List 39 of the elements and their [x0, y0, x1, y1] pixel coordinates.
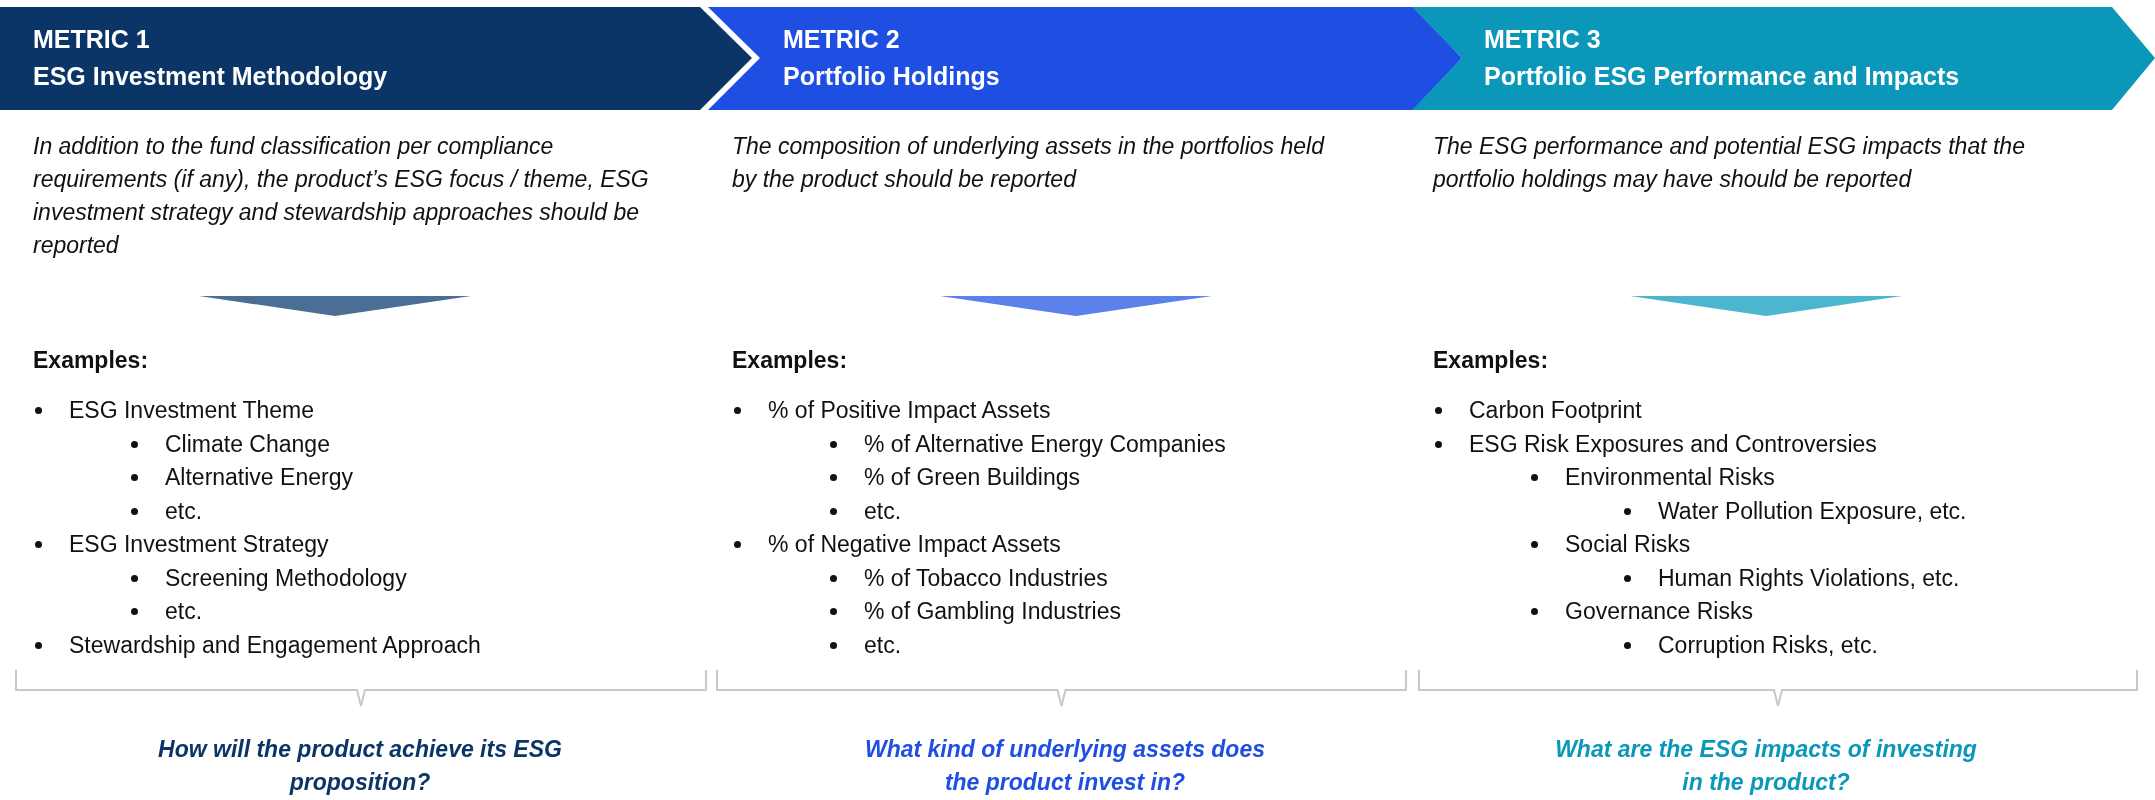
metric-number: METRIC 2	[783, 24, 900, 55]
example-item: Environmental Risks	[1565, 464, 1775, 490]
example-item: Water Pollution Exposure, etc.	[1658, 497, 1967, 524]
description-text: The ESG performance and potential ESG impacts that the portfolio holdings may have should be reported	[1433, 132, 2026, 194]
example-item: % of Positive Impact Assets	[768, 397, 1051, 423]
example-item: etc.	[864, 631, 902, 658]
example-item: % of Alternative Energy Companies	[864, 430, 1226, 457]
example-item: Screening Methodology	[165, 564, 407, 591]
example-item: etc.	[165, 598, 203, 624]
example-item: Governance Risks	[1565, 598, 1753, 624]
examples-heading: Examples:	[732, 347, 848, 374]
metric-title: Portfolio ESG Performance and Impacts	[1484, 61, 1960, 92]
example-item: Alternative Energy	[165, 464, 353, 490]
example-item: Stewardship and Engagement Approach	[69, 631, 481, 658]
metric-number: METRIC 3	[1484, 24, 1601, 55]
example-item: % of Gambling Industries	[864, 598, 1121, 624]
metric-number: METRIC 1	[33, 24, 150, 55]
examples-heading: Examples:	[33, 347, 149, 374]
example-item: ESG Investment Theme	[69, 397, 314, 423]
example-item: % of Negative Impact Assets	[768, 531, 1061, 557]
description-text: The composition of underlying assets in the portfolios held by the product should be reported	[732, 132, 1326, 194]
guiding-question: How will the product achieve its ESG proposition?	[157, 735, 563, 797]
example-item: etc.	[165, 497, 203, 524]
example-item: % of Green Buildings	[864, 464, 1081, 490]
example-item: % of Tobacco Industries	[864, 564, 1108, 591]
example-item: Human Rights Violations, etc.	[1658, 564, 1960, 591]
guiding-question: What are the ESG impacts of investing in the product?	[1554, 735, 1978, 797]
example-item: Social Risks	[1565, 531, 1691, 557]
metric-title: ESG Investment Methodology	[33, 61, 388, 92]
example-item: Corruption Risks, etc.	[1658, 631, 1878, 658]
metric-title: Portfolio Holdings	[783, 61, 1000, 92]
example-item: ESG Risk Exposures and Controversies	[1469, 430, 1877, 457]
examples-heading: Examples:	[1433, 347, 1549, 374]
example-item: etc.	[864, 497, 902, 524]
guiding-question: What kind of underlying assets does the product invest in?	[864, 735, 1266, 797]
example-item: Carbon Footprint	[1469, 397, 1642, 423]
description-text: In addition to the fund classification per compliance requirements (if any), the product’s ESG focus / theme, ESG investment strategy and stewardship approaches should be reported	[33, 132, 650, 260]
example-item: ESG Investment Strategy	[69, 531, 329, 557]
example-item: Climate Change	[165, 430, 330, 457]
